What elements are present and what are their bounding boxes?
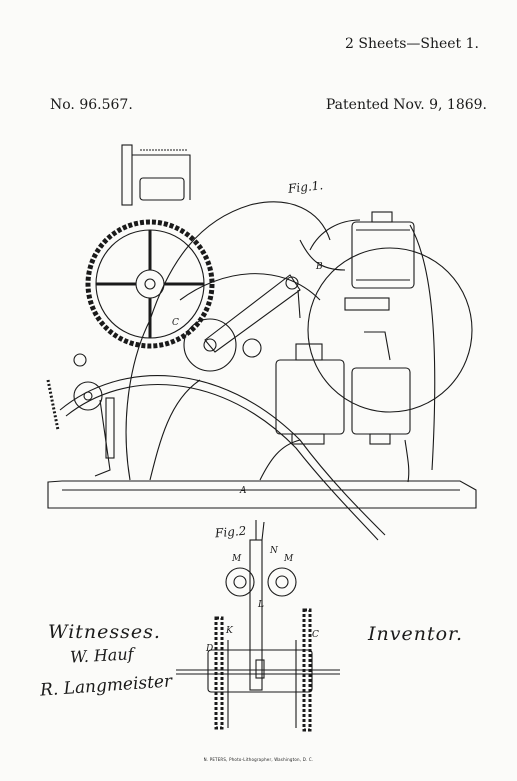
ref-letter-d: D: [206, 644, 214, 654]
printer-credit: N. PETERS, Photo-Lithographer, Washingto…: [203, 757, 314, 762]
figure-2-label: Fig.2: [214, 523, 247, 541]
ref-letter-c: C: [172, 318, 179, 328]
ref-letter-a: A: [240, 486, 247, 496]
wires: [404, 224, 436, 483]
inventor-label: Inventor.: [368, 623, 464, 645]
main-frame: [125, 201, 346, 481]
patent-number: No. 96.567.: [50, 97, 133, 113]
ref-letter-b: B: [316, 262, 323, 272]
electromagnet-left: [275, 343, 345, 445]
linkage-arm: [204, 274, 301, 353]
paper-tape: [59, 375, 386, 541]
witness-signature-1: W. Hauf: [69, 644, 135, 667]
base-platform: [47, 480, 477, 509]
ref-letter-c-fig2: C: [312, 630, 319, 640]
figure-2-drawing: [176, 520, 340, 732]
ref-letter-l: L: [258, 600, 264, 610]
electromagnet-top: [344, 211, 415, 311]
rollers: [73, 318, 262, 411]
ref-letter-m-left: M: [232, 554, 242, 564]
top-bracket: [121, 144, 191, 206]
gear-wheel: [85, 219, 215, 349]
sheet-number: 2 Sheets—Sheet 1.: [345, 36, 479, 52]
patent-date: Patented Nov. 9, 1869.: [325, 97, 487, 113]
lever-assembly: [46, 379, 115, 477]
ref-letter-m-right: M: [284, 554, 294, 564]
ref-letter-n: N: [270, 546, 278, 556]
witnesses-label: Witnesses.: [48, 621, 161, 643]
electromagnet-bottom: [351, 331, 411, 445]
rear-disc: [307, 247, 473, 413]
ref-letter-k: K: [226, 626, 233, 636]
